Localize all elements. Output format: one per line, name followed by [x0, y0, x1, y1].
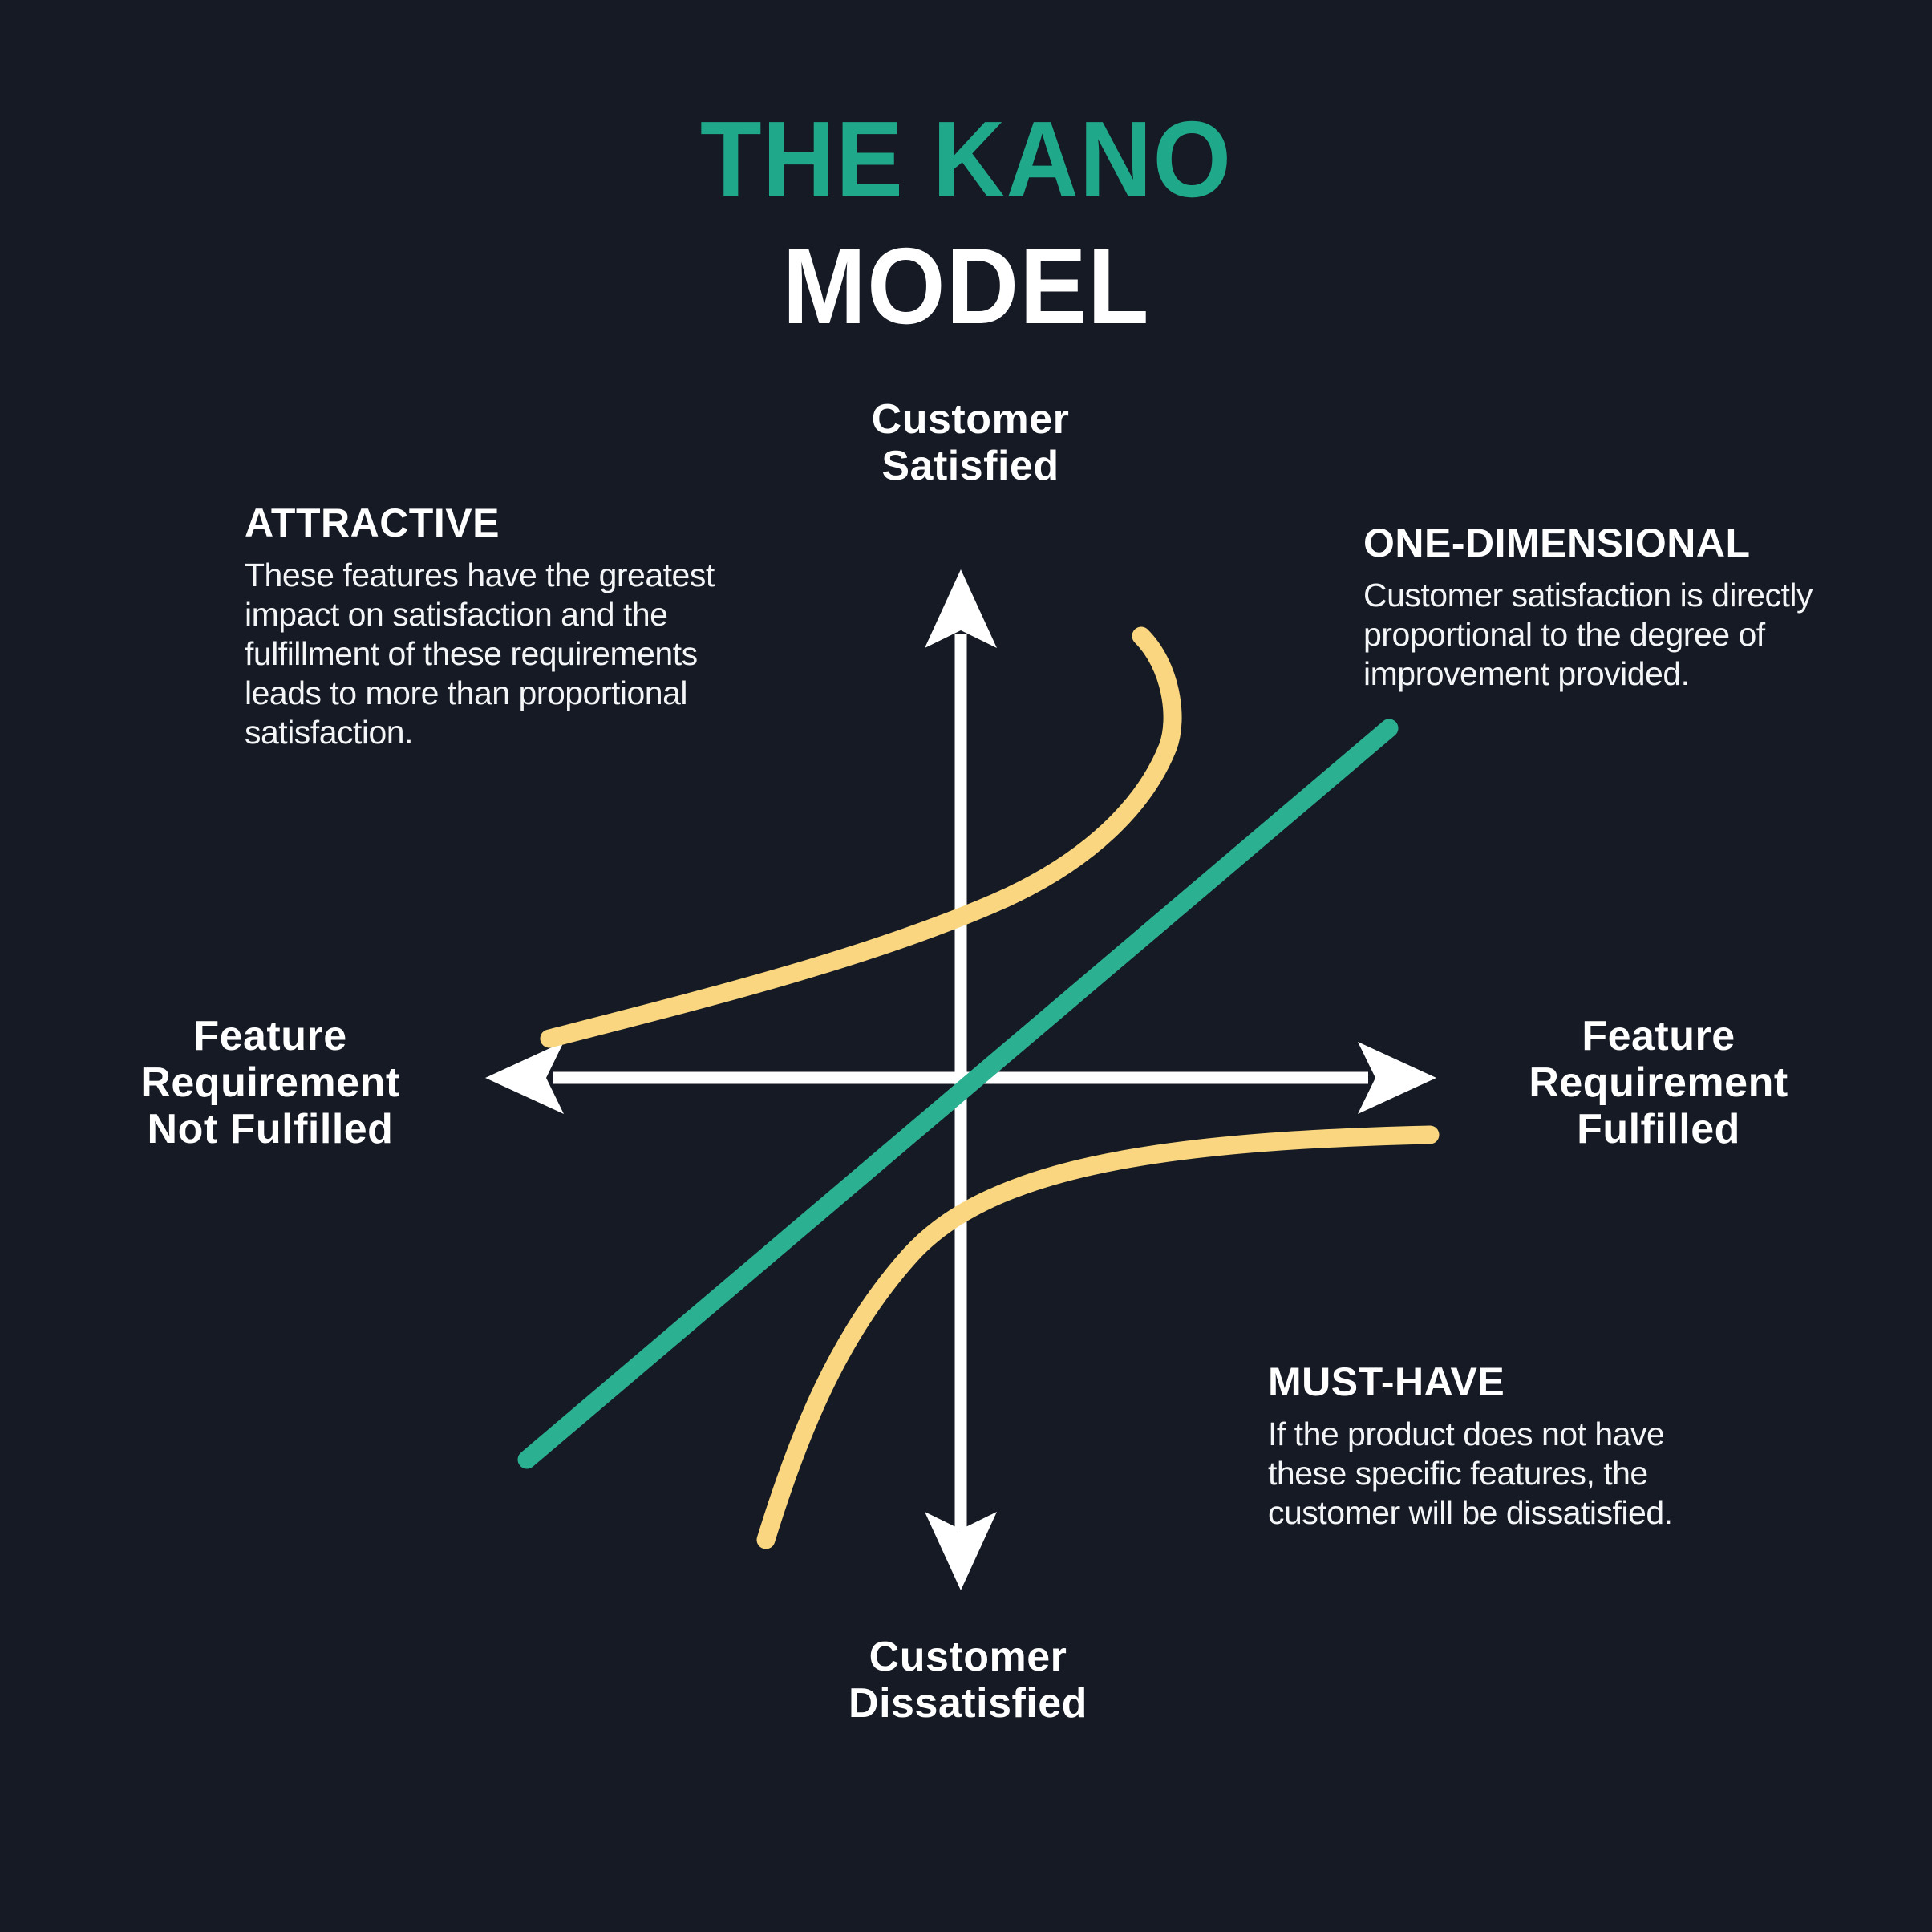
page-title-line1: THE KANO	[699, 99, 1233, 220]
annotation-attractive: ATTRACTIVE These features have the great…	[245, 501, 822, 752]
annotation-attractive-body: These features have the greatest impact …	[245, 557, 715, 751]
annotation-attractive-heading: ATTRACTIVE	[245, 500, 500, 545]
axis-label-requirement-not-fulfilled: Feature Requirement Not Fulfilled	[140, 1013, 400, 1152]
axis-label-customer-dissatisfied: Customer Dissatisfied	[849, 1634, 1088, 1727]
annotation-must-have-body: If the product does not have these speci…	[1268, 1416, 1673, 1531]
arrowhead-up-icon	[925, 569, 997, 648]
arrowhead-down-icon	[925, 1512, 997, 1590]
axis-label-requirement-fulfilled: Feature Requirement Fulfilled	[1529, 1013, 1788, 1152]
one-dimensional-line	[517, 719, 1399, 1469]
page-title-line2: MODEL	[782, 225, 1150, 346]
annotation-must-have-heading: MUST-HAVE	[1268, 1359, 1505, 1404]
annotation-one-dimensional-body: Customer satisfaction is directly propor…	[1363, 577, 1813, 692]
arrowhead-right-icon	[1358, 1042, 1436, 1114]
attractive-curve	[540, 626, 1182, 1048]
must-have-curve	[756, 1125, 1440, 1549]
arrowhead-left-icon	[485, 1042, 564, 1114]
annotation-must-have: MUST-HAVE If the product does not have t…	[1268, 1360, 1845, 1533]
annotation-one-dimensional-heading: ONE-DIMENSIONAL	[1363, 520, 1751, 565]
annotation-one-dimensional: ONE-DIMENSIONAL Customer satisfaction is…	[1363, 521, 1932, 694]
axis-label-customer-satisfied: Customer Satisfied	[871, 396, 1070, 489]
